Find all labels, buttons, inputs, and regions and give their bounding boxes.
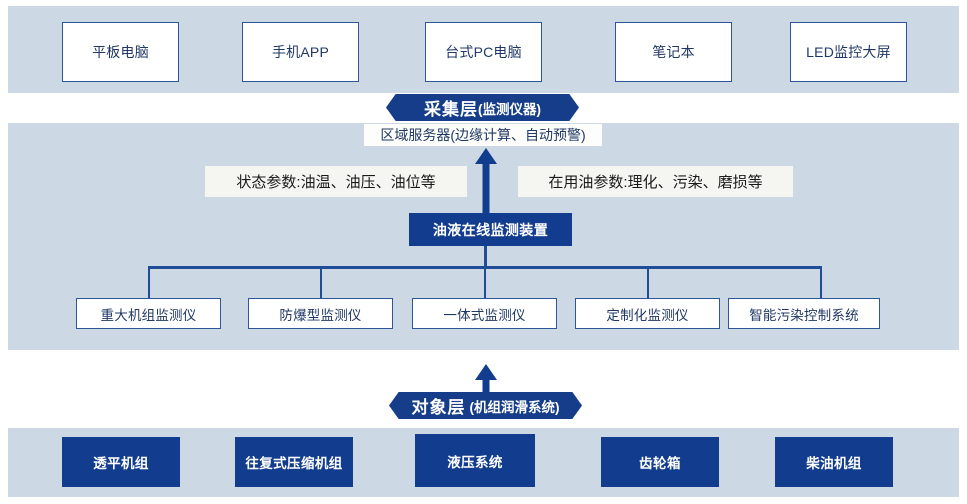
monitor-node-explosion-proof[interactable]: 防爆型监测仪 [248, 298, 393, 329]
oil-online-monitoring-device-node[interactable]: 油液在线监测装置 [409, 213, 572, 246]
terminal-node-laptop[interactable]: 笔记本 [615, 22, 732, 82]
monitor-node-customized[interactable]: 定制化监测仪 [575, 298, 720, 329]
banner-object-title: 对象层 [411, 398, 466, 417]
banner-object-subtitle: (机组润滑系统) [469, 399, 560, 415]
equipment-node-diesel-unit[interactable]: 柴油机组 [775, 437, 893, 487]
arrow-device-to-server [475, 148, 497, 213]
terminal-node-mobile-app[interactable]: 手机APP [242, 22, 359, 82]
terminal-node-tablet[interactable]: 平板电脑 [62, 22, 179, 82]
monitor-node-smart-contamination-control[interactable]: 智能污染控制系统 [728, 298, 880, 329]
banner-acquisition-layer: 采集层(监测仪器) [386, 94, 579, 121]
connector-drop-1 [148, 266, 150, 299]
note-in-service-oil-parameters: 在用油参数:理化、污染、磨损等 [518, 166, 793, 197]
equipment-node-turbine-unit[interactable]: 透平机组 [62, 437, 180, 487]
connector-drop-2 [320, 266, 322, 299]
note-status-parameters: 状态参数:油温、油压、油位等 [205, 166, 467, 197]
monitor-node-major-unit[interactable]: 重大机组监测仪 [76, 298, 221, 329]
banner-acquisition-subtitle: (监测仪器) [478, 101, 541, 117]
regional-server-node[interactable]: 区域服务器(边缘计算、自动预警) [364, 124, 602, 146]
equipment-node-reciprocating-compressor[interactable]: 往复式压缩机组 [235, 437, 353, 487]
connector-device-stem [484, 246, 487, 267]
monitor-node-integrated[interactable]: 一体式监测仪 [412, 298, 557, 329]
banner-object-layer: 对象层(机组润滑系统) [389, 392, 582, 419]
equipment-node-hydraulic-system[interactable]: 液压系统 [415, 434, 535, 487]
connector-drop-3 [484, 266, 486, 299]
banner-acquisition-title: 采集层 [424, 100, 478, 119]
terminal-node-desktop-pc[interactable]: 台式PC电脑 [425, 22, 542, 82]
equipment-node-gearbox[interactable]: 齿轮箱 [601, 437, 719, 487]
connector-drop-5 [820, 266, 822, 299]
connector-drop-4 [647, 266, 649, 299]
terminal-node-led-screen[interactable]: LED监控大屏 [790, 22, 907, 82]
